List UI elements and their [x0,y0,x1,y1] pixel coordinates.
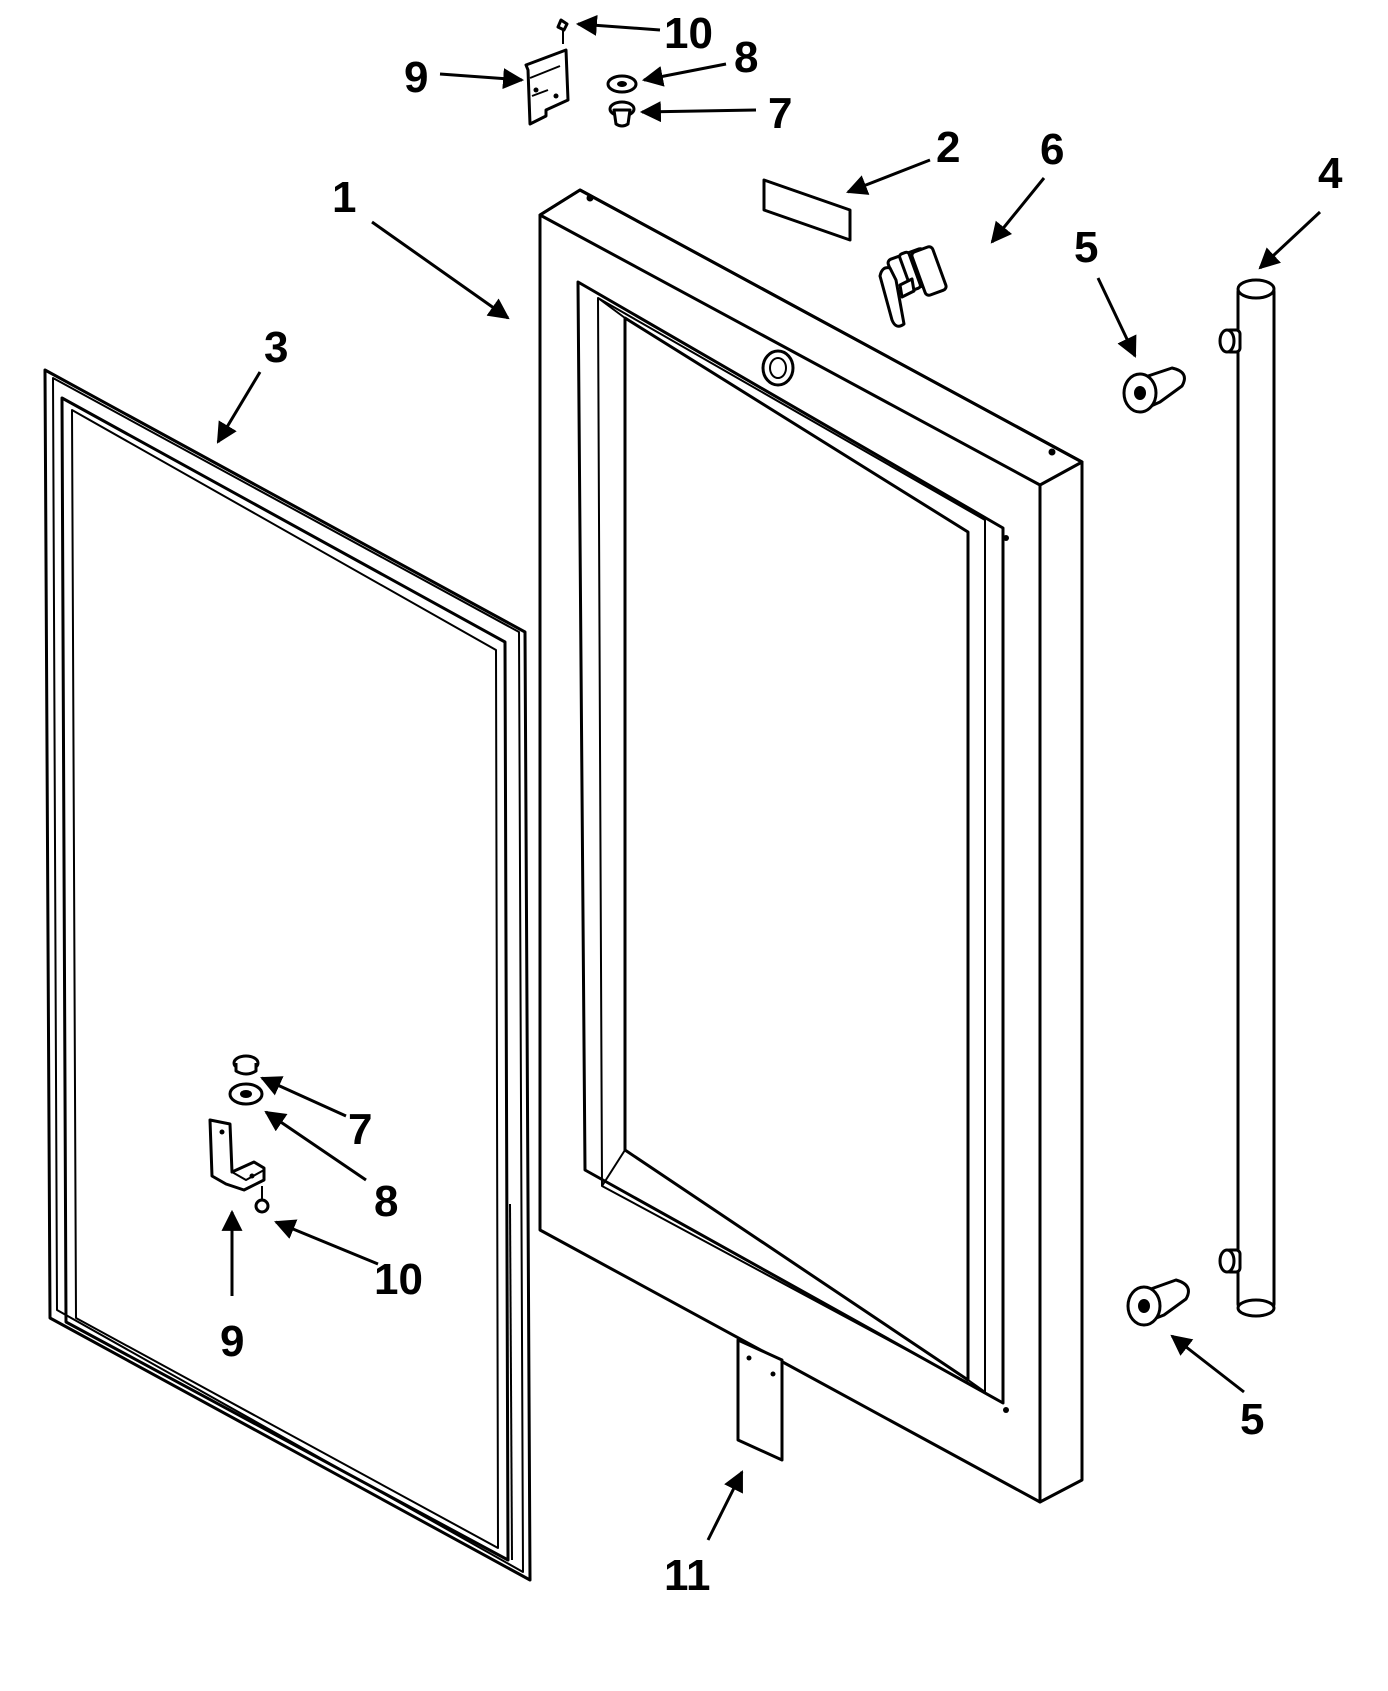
top-hinge-screw [556,18,569,44]
callout-7-top: 7 [768,89,792,138]
callout-8-bottom: 8 [374,1177,398,1226]
callout-6: 6 [1040,125,1064,174]
leader-1 [371,220,510,320]
callout-7-bottom: 7 [348,1105,372,1154]
callout-5-top: 5 [1074,223,1098,272]
door-gasket [43,368,532,1582]
bottom-hinge-bracket [208,1118,266,1192]
leader-7-top [639,101,757,123]
top-bushing [608,100,636,128]
leader-4 [1258,210,1322,270]
leader-7-bottom [260,1076,347,1118]
leader-11 [706,1470,744,1541]
leader-8-top [641,62,727,87]
bottom-hinge-screw [254,1186,270,1214]
leader-8-bottom [264,1110,367,1182]
callout-8-top: 8 [734,33,758,82]
leader-5-top [1096,277,1137,358]
label-strip [762,178,852,242]
door-panel [538,188,1084,1504]
lock-cylinder [878,245,948,328]
callout-9-bottom: 9 [220,1317,244,1366]
leader-10-bottom [274,1219,379,1266]
cover-plate [736,1338,784,1462]
top-hinge-bracket [524,48,570,126]
callout-5-bottom: 5 [1240,1395,1264,1444]
callout-2: 2 [936,123,960,172]
leader-2 [846,158,931,195]
callout-11: 11 [664,1551,711,1600]
leader-5-bottom [1170,1334,1245,1394]
leader-6 [990,177,1046,244]
top-washer [606,74,638,94]
handle-spacer-top [1122,366,1186,414]
leader-3 [216,371,262,444]
callout-1: 1 [332,173,356,222]
callout-9-top: 9 [404,53,428,102]
bottom-washer [228,1082,264,1106]
callout-4: 4 [1318,149,1343,198]
bottom-bushing [232,1054,260,1076]
leader-9-top [439,68,525,90]
leader-10-top [575,14,661,36]
callout-3: 3 [264,323,288,372]
callout-10-bottom: 10 [374,1255,423,1304]
handle-spacer-bottom [1126,1278,1190,1327]
callout-10-top: 10 [664,9,713,58]
door-handle [1218,278,1276,1318]
